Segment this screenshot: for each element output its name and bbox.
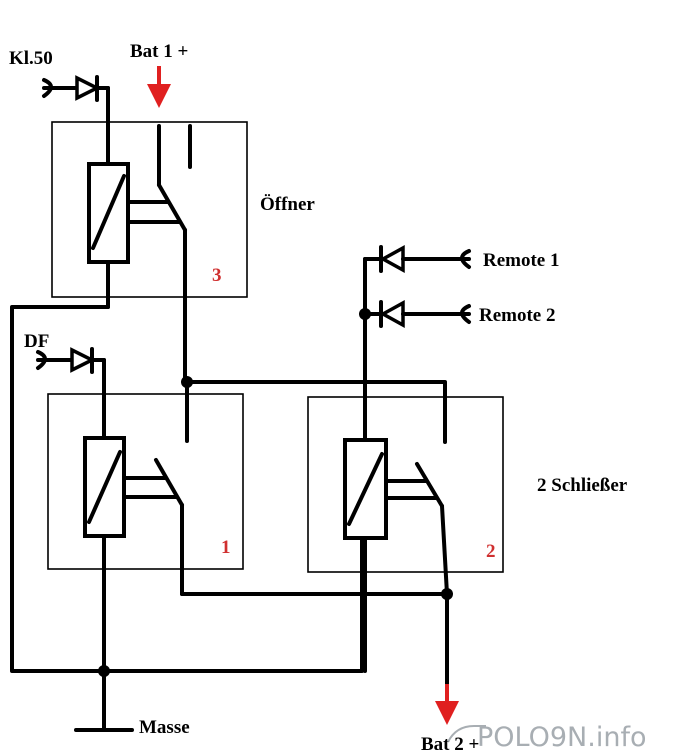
- relay-3: [42, 75, 192, 384]
- diode-df: [70, 347, 96, 373]
- label-remote1: Remote 1: [483, 250, 560, 271]
- label-kl50: Kl.50: [9, 48, 53, 69]
- relay-3-box: [51, 121, 248, 298]
- watermark-suffix: .info: [587, 722, 646, 753]
- label-df: DF: [24, 331, 49, 352]
- junction-output: [441, 588, 453, 600]
- diode-remote2: [379, 300, 405, 328]
- watermark-brand: 9N: [550, 722, 587, 753]
- junction-top: [181, 376, 193, 388]
- junction-ground: [98, 665, 110, 677]
- label-masse: Masse: [139, 717, 190, 738]
- relay-3-number: 3: [212, 265, 222, 286]
- watermark-prefix: POLO: [477, 722, 550, 753]
- relay-1-number: 1: [221, 537, 231, 558]
- watermark: POLO9N.info: [447, 722, 647, 753]
- car-logo-icon: [447, 725, 486, 743]
- label-bat1: Bat 1 +: [130, 41, 188, 62]
- diode-kl50: [75, 75, 101, 101]
- relay-1-box: [47, 393, 244, 570]
- svg-text:POLO9N.info: POLO9N.info: [477, 722, 647, 753]
- relay-2: [343, 245, 471, 673]
- relay-2-number: 2: [486, 541, 496, 562]
- diode-remote1: [379, 245, 405, 273]
- relay-1: [36, 347, 189, 732]
- label-schliesser: 2 Schließer: [537, 475, 628, 496]
- label-bat2: Bat 2 +: [421, 734, 479, 755]
- label-remote2: Remote 2: [479, 305, 556, 326]
- label-oeffner: Öffner: [260, 194, 315, 215]
- relay-2-box: [307, 396, 504, 573]
